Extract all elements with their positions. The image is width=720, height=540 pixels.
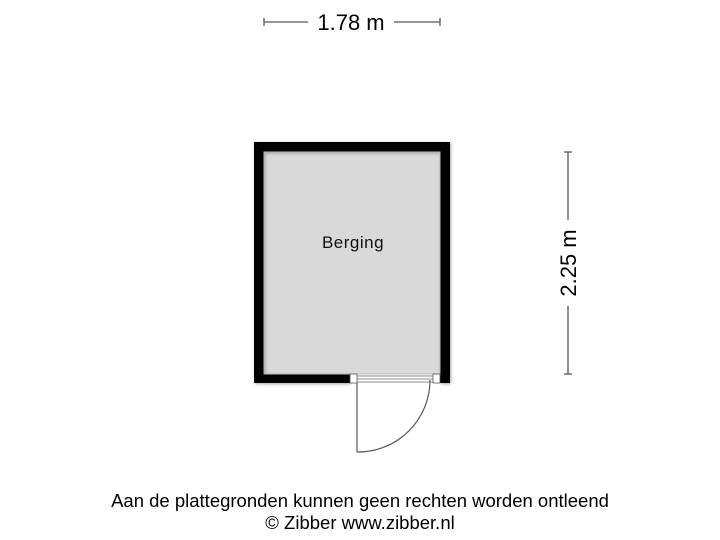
width-dimension-label: 1.78 m [317, 10, 384, 35]
room-floor-berging [264, 152, 440, 374]
width-dimension: 1.78 m [263, 10, 441, 35]
height-dimension-label: 2.25 m [556, 229, 581, 296]
copyright-text: © Zibber www.zibber.nl [265, 512, 455, 533]
disclaimer-text: Aan de plattegronden kunnen geen rechten… [111, 490, 609, 511]
room-label-berging: Berging [322, 233, 384, 252]
height-dimension: 2.25 m [556, 151, 581, 375]
door [349, 373, 441, 453]
walls [254, 142, 450, 383]
